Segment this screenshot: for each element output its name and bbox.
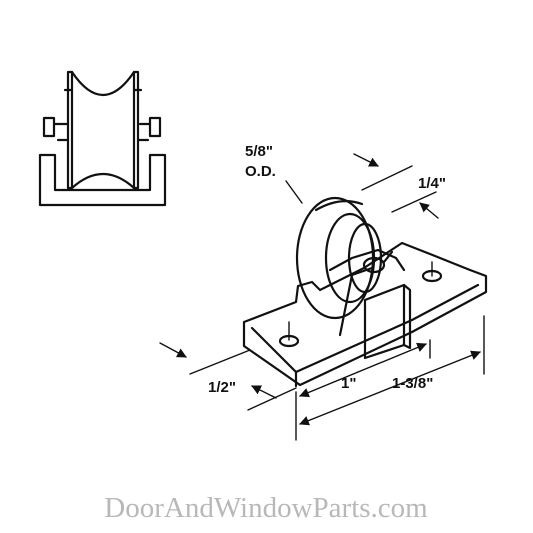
site-watermark: DoorAndWindowParts.com xyxy=(104,492,428,524)
hole-spacing-dimension-label: 1" xyxy=(341,375,356,392)
height-dimension-label: 1/2" xyxy=(208,379,236,396)
length-dimension-label: 1-3/8" xyxy=(392,375,433,392)
od-unit-label: O.D. xyxy=(245,163,276,180)
od-value-label: 5/8" xyxy=(245,143,273,160)
width-dimension-label: 1/4" xyxy=(418,175,446,192)
dimension-lines xyxy=(159,153,485,441)
side-view-drawing xyxy=(38,70,167,207)
roller-assembly-drawing xyxy=(242,196,488,388)
